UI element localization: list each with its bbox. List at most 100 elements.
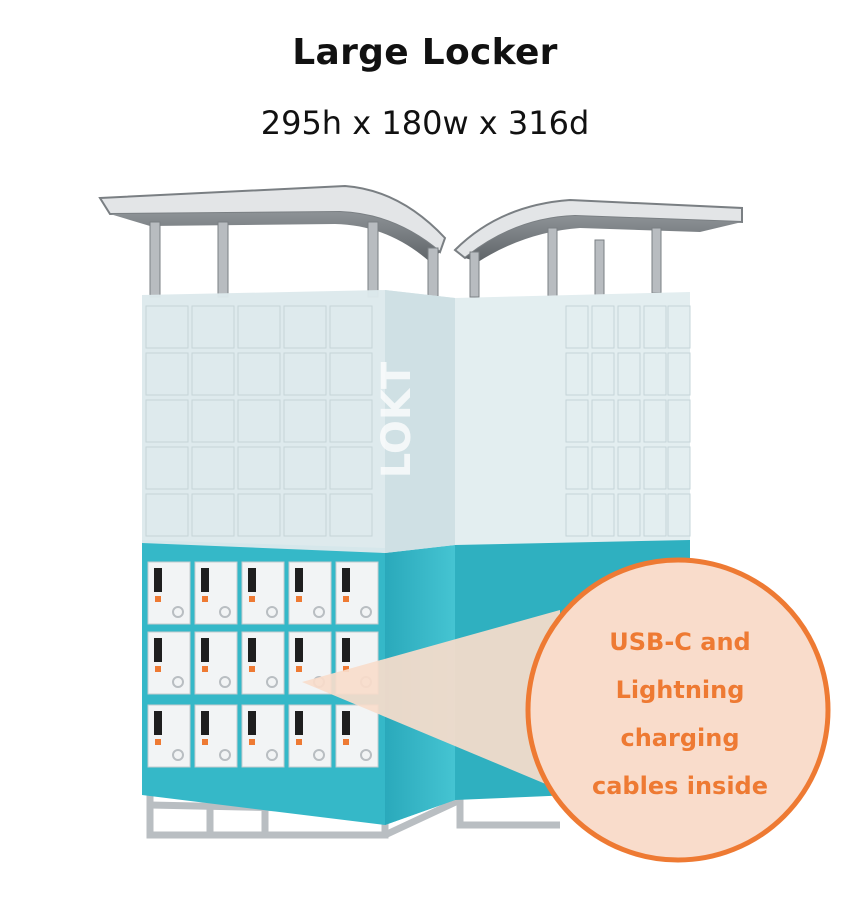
ghost-locker-door [237,446,281,490]
ghost-locker-door [237,399,281,443]
canopy-left [98,184,447,299]
ghost-locker-door [329,352,373,396]
ghost-locker-door [617,399,641,443]
callout-line: cables inside [591,772,769,800]
lock-indicator [249,739,255,745]
charge-icon [266,676,278,688]
locker-upper-body: LOKT [142,290,691,553]
charge-icon [360,606,372,618]
ghost-locker-door [237,493,281,537]
charge-icon [313,749,325,761]
ghost-locker-door [591,493,615,537]
ghost-locker-door [617,352,641,396]
ghost-locker-door [643,352,667,396]
ghost-locker-door [283,399,327,443]
keypad-lock [248,638,256,662]
lock-indicator [343,666,349,672]
keypad-lock [342,711,350,735]
lock-indicator [155,666,161,672]
ghost-locker-door [565,305,589,349]
ghost-locker-door [145,305,189,349]
ghost-locker-door [565,493,589,537]
lock-indicator [249,596,255,602]
lock-indicator [343,596,349,602]
ghost-locker-door [145,493,189,537]
ghost-locker-door [667,446,691,490]
ghost-locker-door [191,446,235,490]
charge-icon [266,606,278,618]
ghost-locker-door [617,493,641,537]
charge-icon [172,676,184,688]
callout-bubble [302,557,831,863]
ghost-locker-door [329,446,373,490]
ghost-locker-door [617,446,641,490]
keypad-lock [295,638,303,662]
lock-indicator [202,739,208,745]
callout-line: charging [620,724,740,752]
ghost-locker-door [283,493,327,537]
keypad-lock [154,711,162,735]
ghost-locker-door [667,493,691,537]
charge-icon [313,606,325,618]
ghost-locker-door [667,399,691,443]
lock-indicator [296,666,302,672]
ghost-locker-door [591,446,615,490]
lock-indicator [296,739,302,745]
ghost-locker-door [643,446,667,490]
ghost-locker-door [237,352,281,396]
ghost-locker-door [191,352,235,396]
keypad-lock [295,568,303,592]
lock-indicator [343,739,349,745]
ghost-locker-door [617,305,641,349]
keypad-lock [295,711,303,735]
keypad-lock [201,568,209,592]
ghost-locker-door [283,446,327,490]
lock-indicator [202,666,208,672]
lock-indicator [202,596,208,602]
keypad-lock [342,638,350,662]
ghost-locker-door [329,305,373,349]
charge-icon [266,749,278,761]
ghost-locker-door [565,446,589,490]
locker-doors [147,561,379,768]
ghost-locker-door [591,352,615,396]
ghost-locker-door [643,305,667,349]
lock-indicator [249,666,255,672]
ghost-locker-door [283,305,327,349]
callout-line: Lightning [615,676,745,704]
ghost-locker-door [591,399,615,443]
ghost-locker-door [667,305,691,349]
ghost-locker-door [283,352,327,396]
lock-indicator [296,596,302,602]
locker-dimensions: 295h x 180w x 316d [260,104,590,142]
charge-icon [172,749,184,761]
brand-watermark: LOKT [374,361,420,478]
keypad-lock [342,568,350,592]
keypad-lock [154,568,162,592]
keypad-lock [248,568,256,592]
lock-indicator [155,596,161,602]
keypad-lock [201,711,209,735]
ghost-locker-door [329,399,373,443]
charge-icon [172,606,184,618]
ghost-locker-door [237,305,281,349]
ghost-locker-door [145,446,189,490]
ghost-locker-door [591,305,615,349]
keypad-lock [201,638,209,662]
charge-icon [360,749,372,761]
page-title: Large Locker [292,32,558,73]
callout-text: USB-C and Lightning charging cables insi… [560,618,800,810]
ghost-locker-door [191,493,235,537]
ghost-locker-door [565,352,589,396]
charge-icon [219,676,231,688]
canopy-right [453,198,743,298]
ghost-locker-door [643,399,667,443]
ghost-locker-door [145,399,189,443]
ghost-locker-door [145,352,189,396]
callout-line: USB-C and [609,628,751,656]
keypad-lock [154,638,162,662]
charge-icon [219,749,231,761]
lock-indicator [155,739,161,745]
ghost-locker-door [191,399,235,443]
